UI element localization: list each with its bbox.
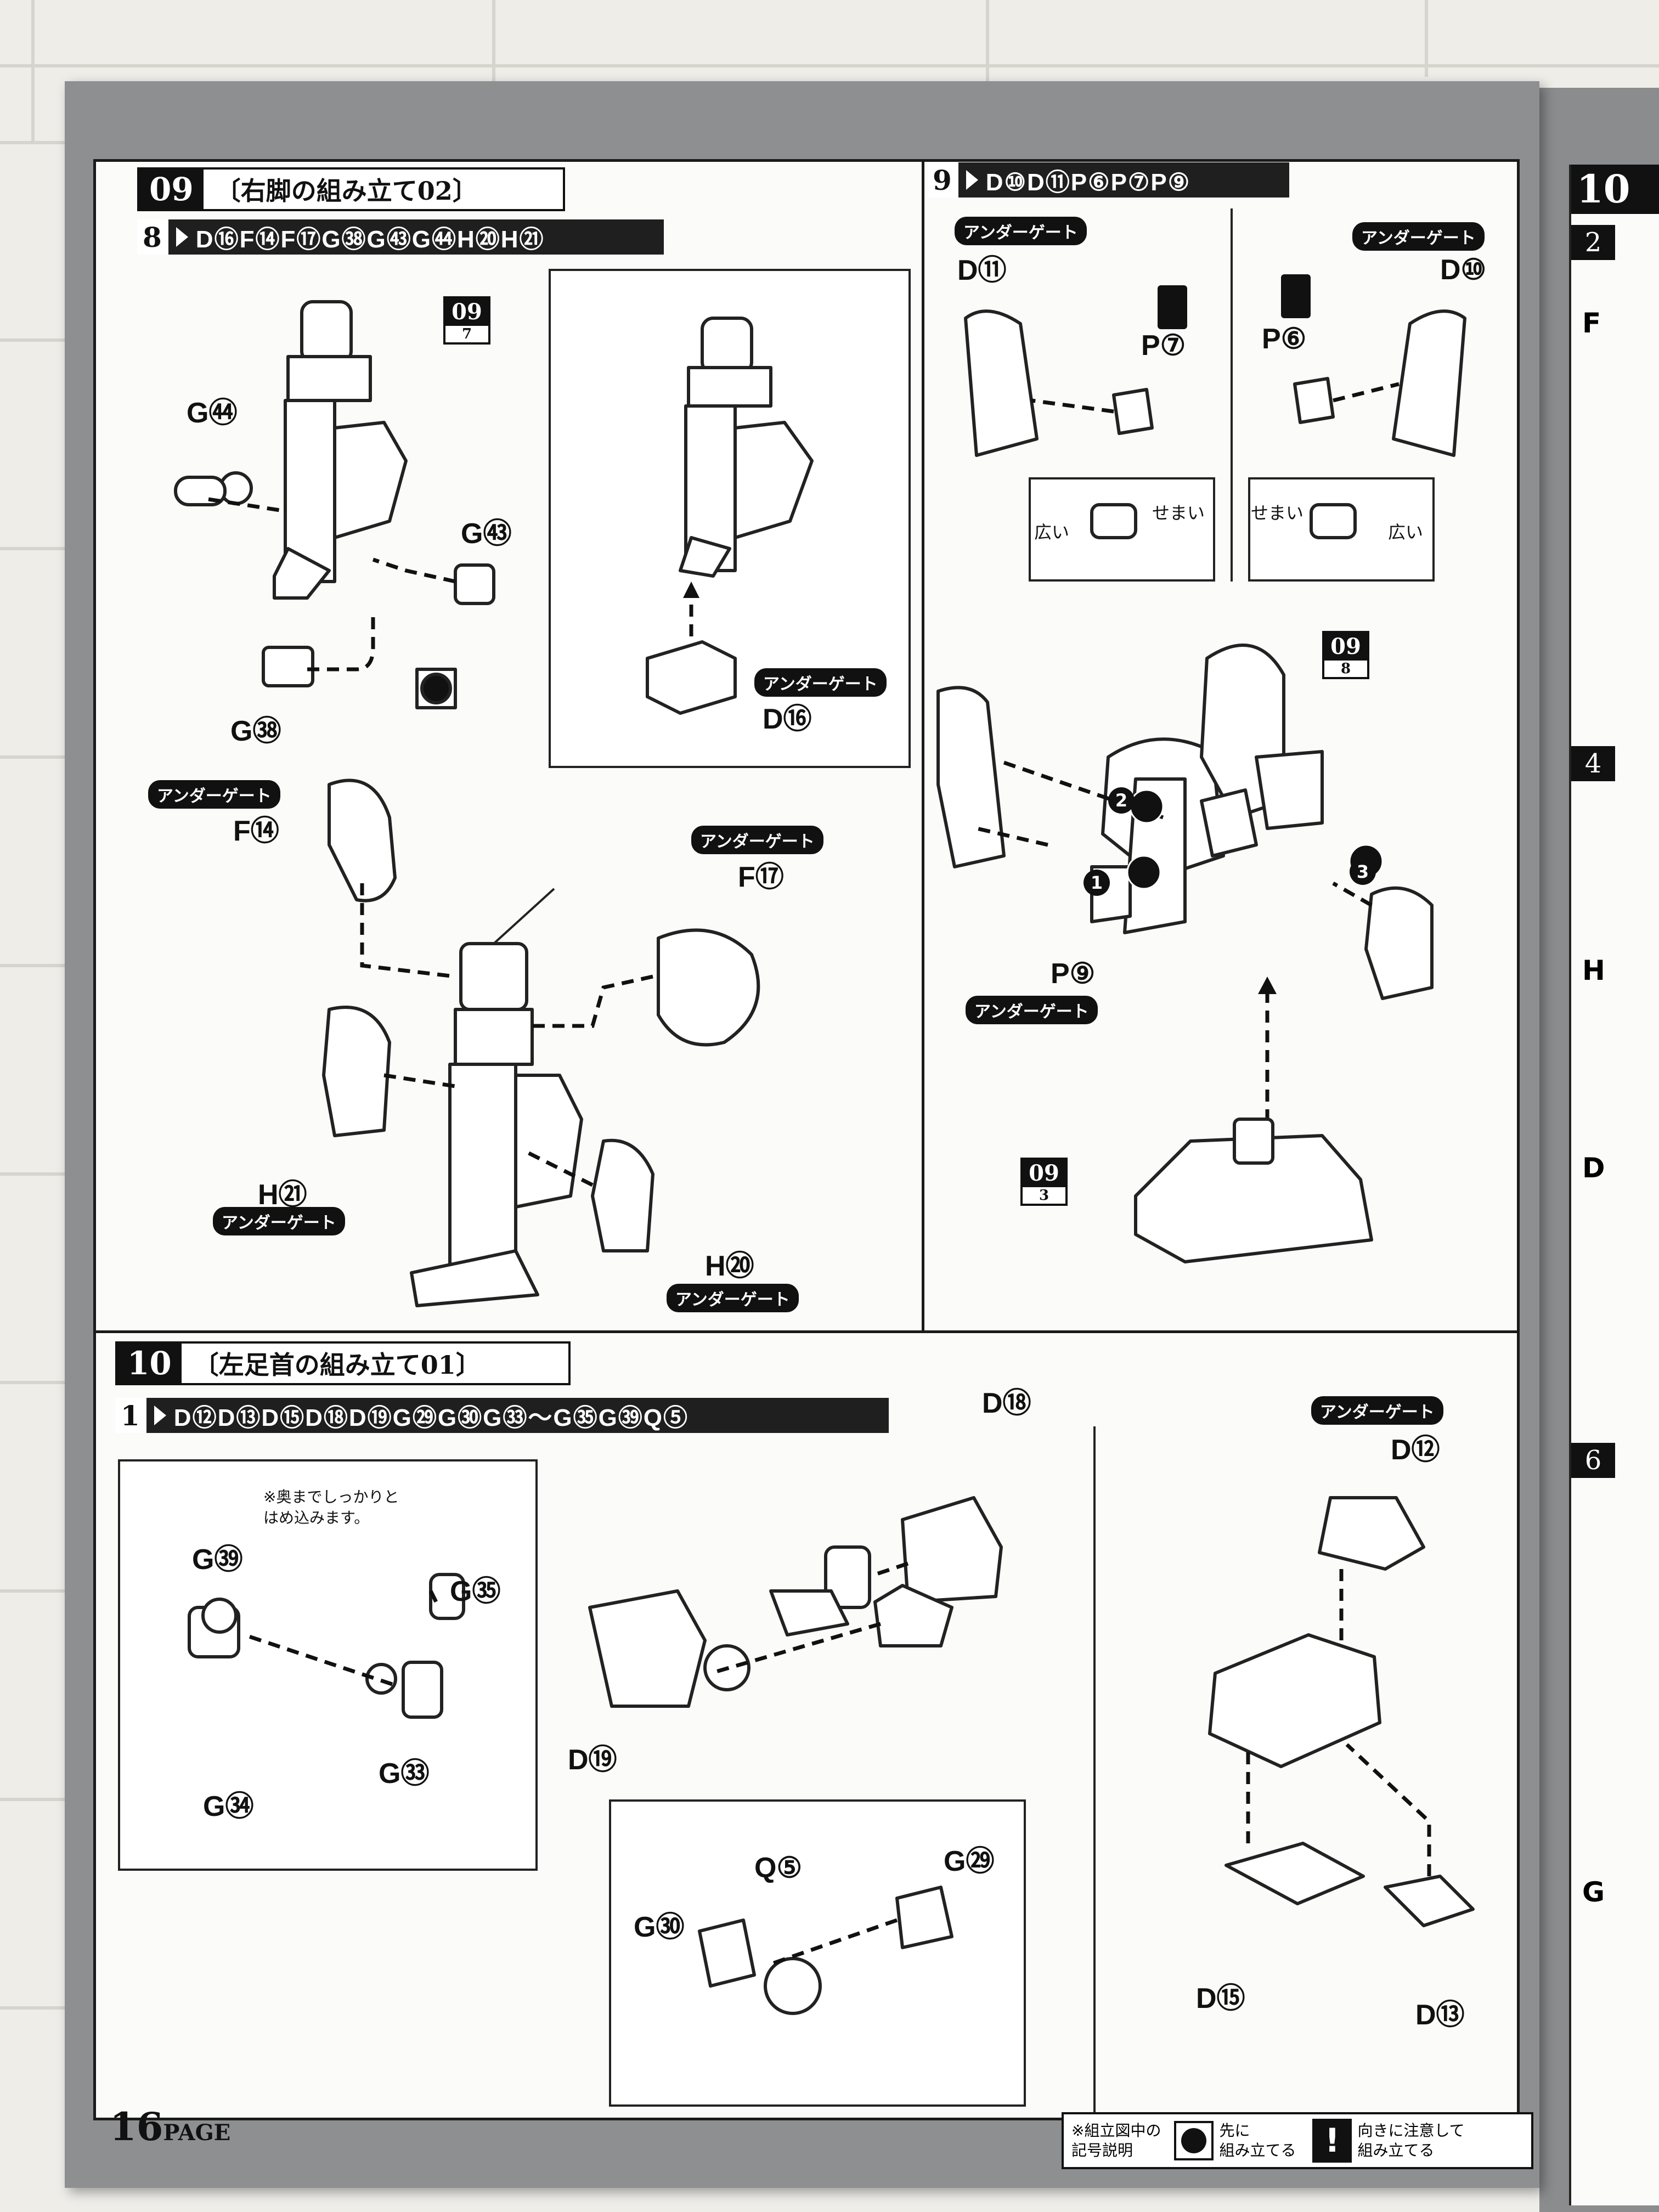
narrow-label-left: せまい [1152,503,1205,523]
step09-number: 09 [139,170,204,209]
step10-title: 10 〔左足首の組み立て01〕 [115,1341,571,1385]
adjacent-step-number: 10 [1571,165,1659,214]
zoom-box-g29 [609,1799,1026,2107]
ankle-exploded-diagram [188,1426,1475,2112]
sub8-parts-list: D⑯F⑭F⑰G㊳G㊸G㊹H⑳H㉑ [195,226,545,253]
label-g30: G㉚ [634,1911,685,1943]
wide-label-right: 広い [1388,522,1424,543]
label-p9: P⑨ [1051,958,1096,990]
caution-icon: ! [1312,2119,1352,2163]
label-d16: D⑯ [763,703,812,735]
gate-f14: アンダーゲート [148,780,280,809]
adjacent-label-d: D [1582,1152,1605,1184]
adjacent-label-f: F [1582,307,1601,339]
label-d10: D⑩ [1440,254,1487,286]
step09-name: 〔右脚の組み立て02〕 [215,176,478,206]
gate-d11: アンダーゲート [955,217,1087,245]
sub1-number: 1 [115,1398,146,1433]
label-g33: G㉝ [379,1758,430,1790]
press-fit-note: ※奥までしっかりと はめ込みます。 [263,1488,399,1527]
sub1-parts-list: D⑫D⑬D⑮D⑱D⑲G㉙G㉚G㉝～G㉟G㊴Q⑤ [173,1404,689,1431]
label-g34: G㉞ [203,1791,254,1822]
page-number-suffix: PAGE [163,2120,231,2146]
label-d12: D⑫ [1391,1434,1440,1466]
sub9-number: 9 [927,162,958,198]
gate-d12: アンダーゲート [1311,1396,1443,1425]
label-d18: D⑱ [982,1387,1031,1419]
label-g38: G㊳ [230,715,281,747]
ref-badge-09-3: 09 3 [1020,1158,1068,1206]
ref-badge-09-8: 09 8 [1322,631,1369,679]
legend-caution: 向きに注意して 組み立てる [1357,2121,1465,2159]
label-f14: F⑭ [233,815,279,847]
arrow-icon [154,1406,166,1425]
gate-f17: アンダーゲート [691,826,823,854]
step09-title: 09 〔右脚の組み立て02〕 [137,167,565,211]
order-marker-2: 2 [1108,787,1135,814]
wide-label-left: 広い [1034,522,1070,543]
step10-sub1-parts-bar: 1 D⑫D⑬D⑮D⑱D⑲G㉙G㉚G㉝～G㉟G㊴Q⑤ [115,1398,889,1433]
gate-d10: アンダーゲート [1352,222,1485,251]
label-g44: G㊹ [187,397,238,429]
adjacent-label-g: G [1582,1876,1605,1908]
label-f17: F⑰ [738,861,784,893]
label-g43: G㊸ [461,518,512,550]
label-d15: D⑮ [1196,1983,1245,2015]
legend-title: ※組立図中の 記号説明 [1071,2121,1161,2159]
arrow-icon [176,227,188,247]
label-g39: G㊴ [192,1544,243,1576]
gate-h20: アンダーゲート [667,1284,799,1312]
label-p6: P⑥ [1262,323,1307,355]
adjacent-sub-4: 4 [1571,746,1615,781]
page-number: 16PAGE [110,2104,230,2149]
label-d13: D⑬ [1415,1999,1465,2031]
sub8-number: 8 [137,219,168,255]
gate-h21: アンダーゲート [213,1207,345,1235]
label-g35: G㉟ [450,1576,501,1607]
label-q5: Q⑤ [754,1852,803,1884]
gate-d16: アンダーゲート [754,668,887,697]
adjacent-sub-2: 2 [1571,225,1615,260]
symbol-legend: ※組立図中の 記号説明 先に 組み立てる ! 向きに注意して 組み立てる [1062,2112,1533,2169]
arrow-icon [966,170,978,190]
legend-first: 先に 組み立てる [1219,2121,1296,2159]
label-h20: H⑳ [705,1250,754,1282]
label-p7: P⑦ [1141,330,1186,362]
adjacent-sub-6: 6 [1571,1443,1615,1478]
label-d11: D⑪ [957,255,1007,286]
adjacent-label-h: H [1582,955,1605,986]
leg-exploded-diagram-upper [174,300,814,1307]
order-marker-1: 1 [1084,870,1110,896]
narrow-label-right: せまい [1251,503,1304,523]
leg-exploded-diagram-sub9 [936,208,1466,1263]
sub9-parts-list: D⑩D⑪P⑥P⑦P⑨ [985,169,1191,196]
step09-sub8-parts-bar: 8 D⑯F⑭F⑰G㊳G㊸G㊹H⑳H㉑ [137,219,664,255]
order-marker-3: 3 [1350,859,1376,885]
ref-badge-09-7: 09 7 [443,296,490,345]
step09-sub9-parts-bar: 9 D⑩D⑪P⑥P⑦P⑨ [927,162,1289,198]
label-d19: D⑲ [568,1744,617,1776]
first-assemble-icon [1174,2121,1214,2160]
page-number-value: 16 [110,2104,163,2149]
label-h21: H㉑ [258,1179,307,1211]
gate-p9: アンダーゲート [966,996,1098,1024]
step10-name: 〔左足首の組み立て01〕 [193,1350,481,1380]
zoom-box-g39 [118,1459,538,1871]
adjacent-page-content: 10 2 F 4 H D 6 G [1569,165,1659,2205]
label-g29: G㉙ [944,1846,995,1877]
step10-number: 10 [117,1344,182,1383]
